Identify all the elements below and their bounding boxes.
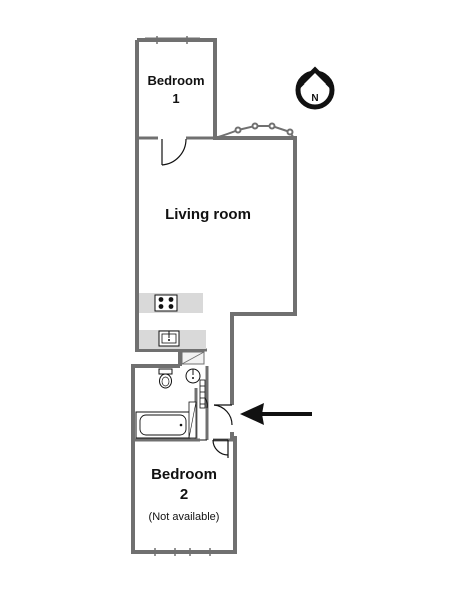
kitchen: [139, 293, 206, 349]
stove-icon: [154, 294, 178, 312]
bedroom2-label-line2: 2: [180, 486, 188, 503]
bedroom2-door: [212, 439, 229, 458]
radiator: [199, 379, 206, 409]
bathroom: [135, 351, 206, 439]
bathroom-sink-icon: [185, 368, 201, 384]
kitchen-sink-icon: [158, 330, 180, 347]
bedroom2-label-line1: Bedroom: [151, 466, 217, 483]
exterior-walls: [131, 38, 297, 554]
bedroom1-label-line2: 1: [172, 91, 179, 106]
bedroom2-note: (Not available): [149, 511, 220, 523]
compass-label: N: [311, 93, 318, 104]
windows: [145, 36, 211, 556]
entrance-arrow-icon: [240, 403, 312, 425]
living-room-label: Living room: [165, 206, 251, 223]
compass-icon: N: [295, 66, 335, 110]
cabinet: [188, 401, 197, 439]
bedroom1-door: [161, 138, 187, 166]
entrance-door: [213, 404, 233, 426]
bathtub-icon: [135, 411, 191, 439]
toilet-icon: [158, 368, 173, 389]
bedroom1-label-line1: Bedroom: [147, 73, 204, 88]
bay-window: [214, 122, 296, 141]
interior-walls: [133, 136, 235, 442]
